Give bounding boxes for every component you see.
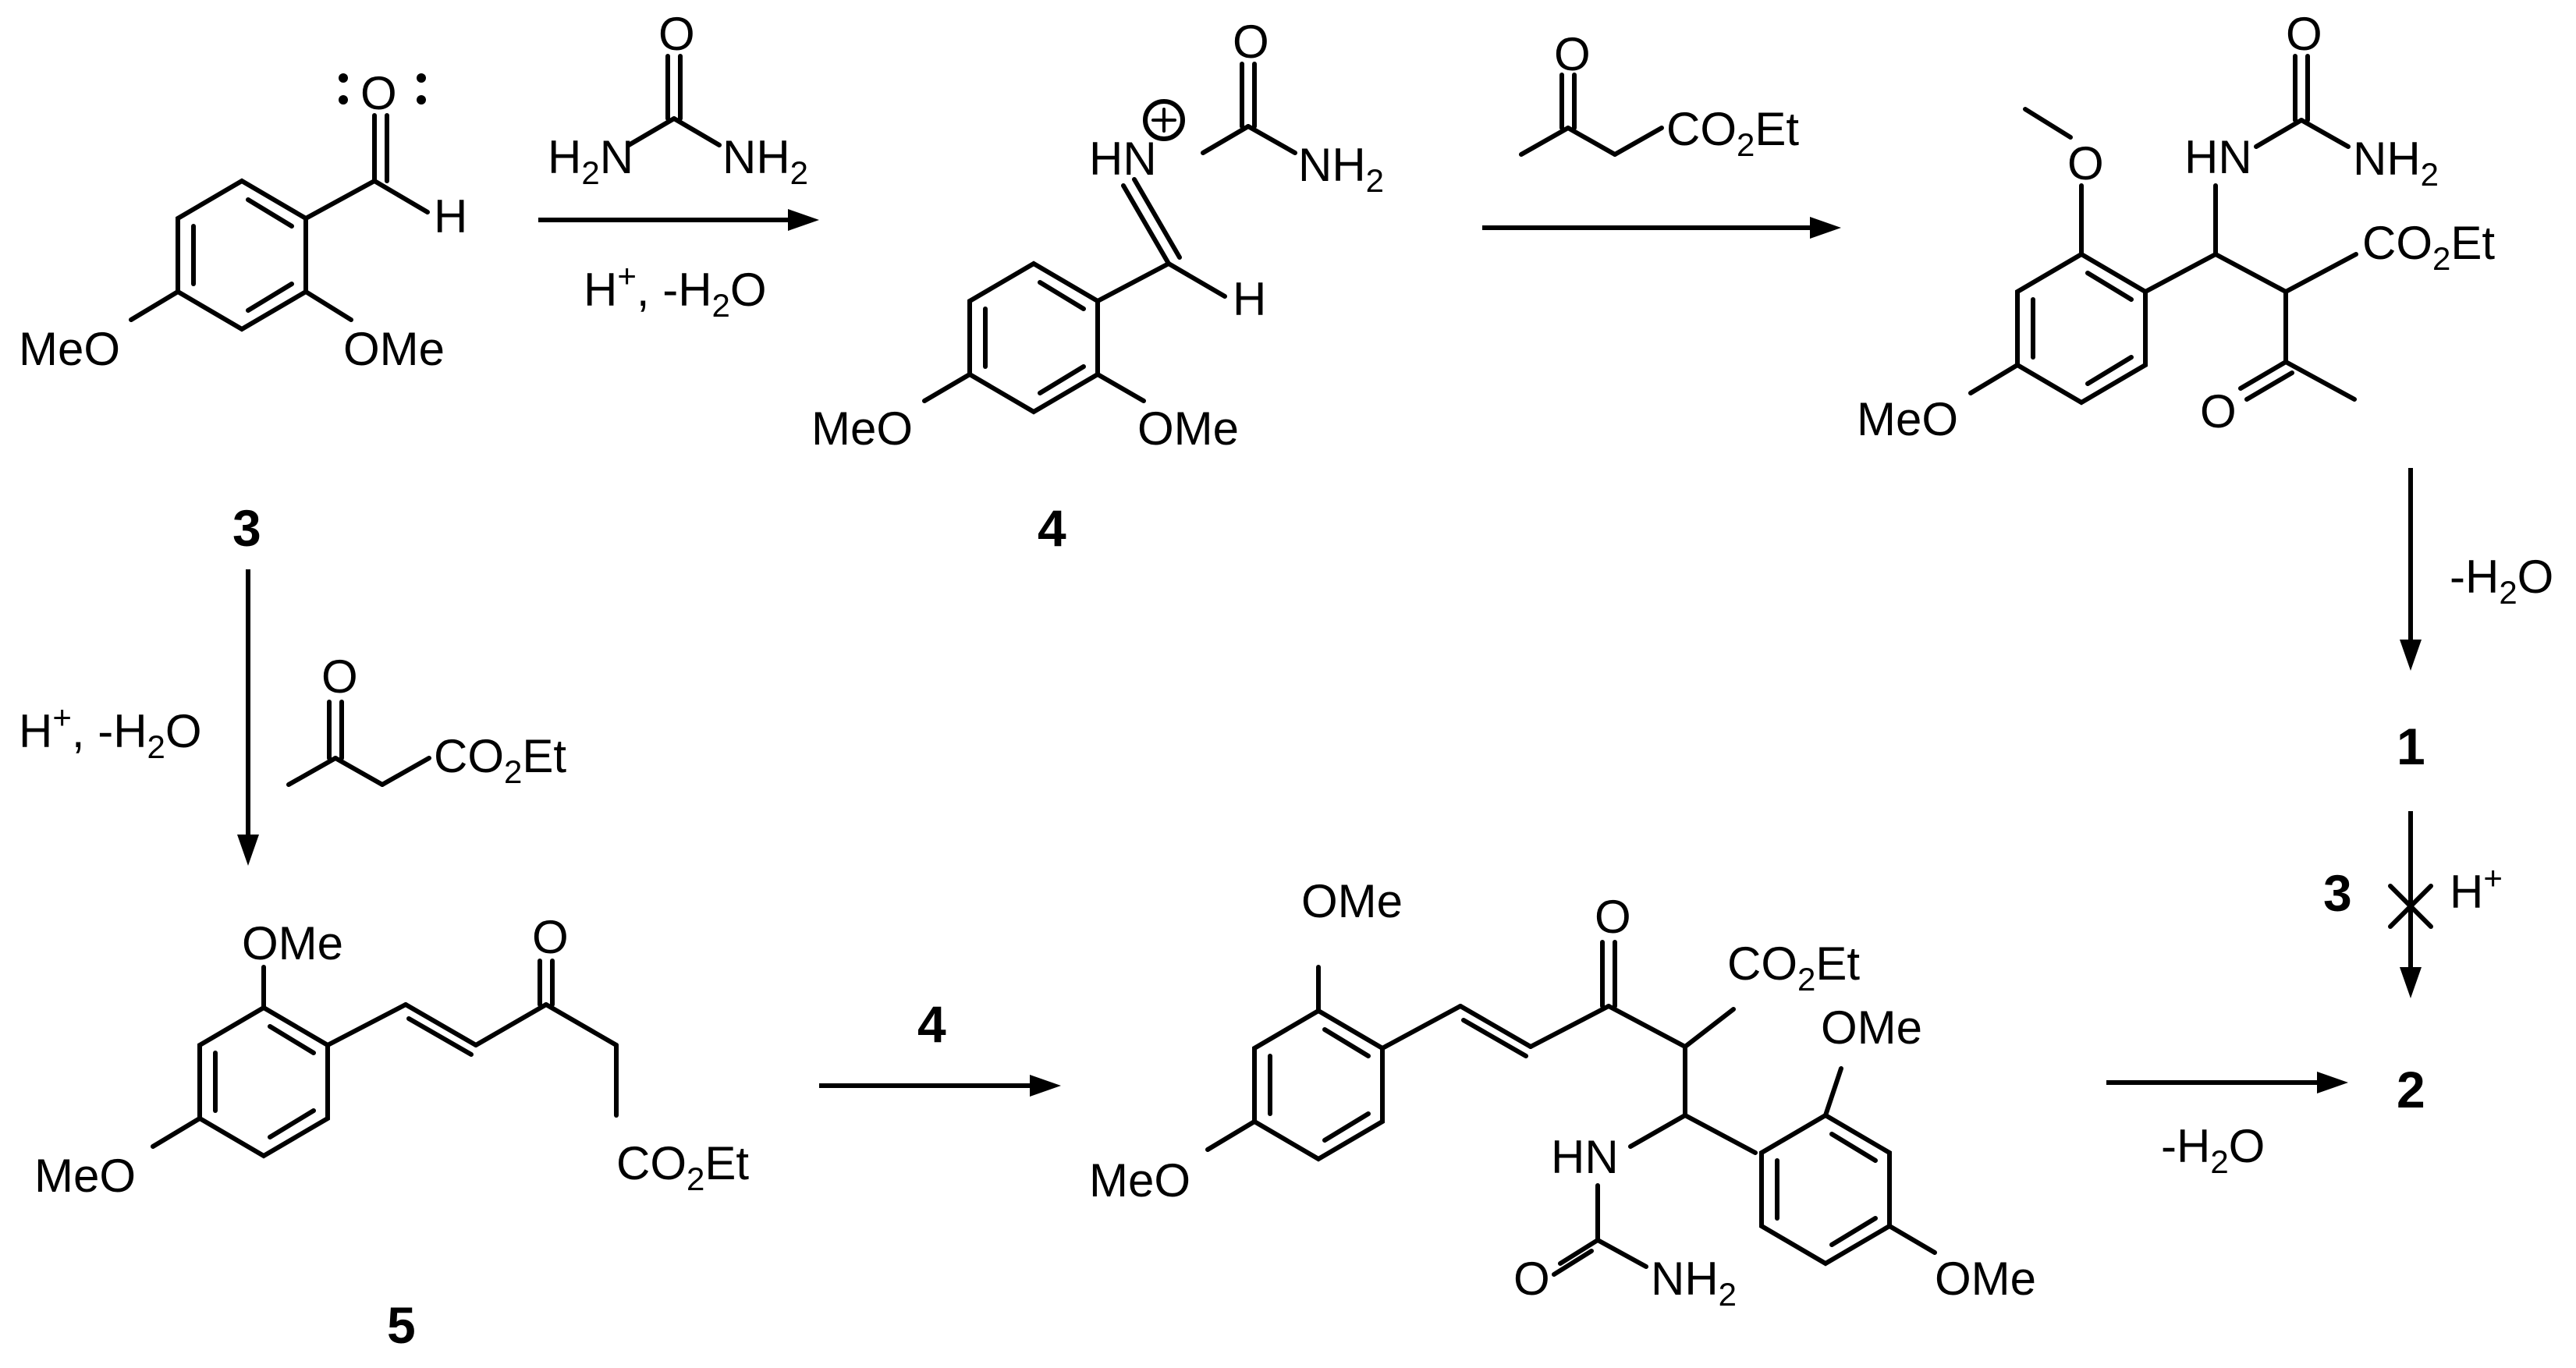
condition-dehydration-2: -H2O <box>2161 1120 2265 1180</box>
aldehyde-oxygen: O <box>360 67 397 119</box>
compound-5-methoxy-4: MeO <box>34 1150 136 1202</box>
imine-hydrogen: H <box>1233 273 1266 325</box>
condition-hplus: H+ <box>2450 859 2503 918</box>
adduct-nh: HN <box>2184 131 2252 183</box>
arrow-adduct-to-2: -H2O <box>2106 1072 2348 1180</box>
compound-number-4: 4 <box>1038 499 1066 557</box>
catalyst-compound-3: 3 <box>2323 864 2352 922</box>
bottom-adduct-methoxy-4b: OMe <box>1935 1253 2036 1305</box>
arrow-5-to-michael-adduct: 4 <box>819 995 1061 1097</box>
adduct-methoxy-4: MeO <box>1857 393 1958 445</box>
compound-5-ester: CO2Et <box>616 1137 749 1197</box>
compound-4-iminium: H HN O NH2 MeO OMe <box>811 16 1384 455</box>
iminium-carbonyl-oxygen: O <box>1233 16 1269 68</box>
reagent-compound-4: 4 <box>917 995 946 1053</box>
bottom-adduct-nh: HN <box>1551 1131 1619 1183</box>
bottom-adduct-urea-amine: NH2 <box>1651 1253 1737 1313</box>
compound-3-aldehyde: O H MeO OMe <box>19 67 467 375</box>
condition-acid-dehydration-2: H+, -H2O <box>19 699 202 765</box>
compound-number-2: 2 <box>2397 1061 2425 1118</box>
compound-4-methoxy-2: OMe <box>1137 402 1239 455</box>
bottom-adduct-urea-oxygen: O <box>1513 1253 1550 1305</box>
aldehyde-hydrogen: H <box>434 190 467 243</box>
urea-right-amine: NH2 <box>722 131 808 191</box>
arrow-4-to-adduct: O CO2Et <box>1482 28 1841 239</box>
compound-5-methoxy-2: OMe <box>242 917 343 969</box>
adduct-ester: CO2Et <box>2362 217 2495 277</box>
compound-4-methoxy-4: MeO <box>811 402 913 455</box>
iminium-amine: NH2 <box>1298 139 1384 199</box>
arrow-3-to-5: H+, -H2O O CO2Et <box>19 569 566 866</box>
compound-number-1: 1 <box>2397 718 2425 775</box>
iminium-nitrogen: HN <box>1089 133 1157 185</box>
compound-number-5: 5 <box>387 1296 416 1354</box>
compound-5-ketone-oxygen: O <box>532 911 569 963</box>
eaa-left-oxygen: O <box>321 650 358 703</box>
bottom-adduct-methoxy-2b: OMe <box>1821 1001 1922 1054</box>
bottom-adduct-methoxy-4: MeO <box>1089 1154 1190 1207</box>
bottom-adduct-methoxy-2: OMe <box>1301 875 1403 927</box>
compound-ureido-adduct: O MeO HN O NH2 CO2Et O <box>1857 8 2495 445</box>
bottom-adduct-ester: CO2Et <box>1727 937 1860 998</box>
arrow-1-to-2-blocked: 3 H+ <box>2323 811 2503 998</box>
adduct-acetyl-oxygen: O <box>2200 385 2237 438</box>
urea-oxygen: O <box>658 8 695 60</box>
methoxy-4-label: MeO <box>19 323 120 375</box>
compound-5-enone: OMe MeO O CO2Et <box>34 911 749 1202</box>
adduct-urea-oxygen: O <box>2286 8 2322 60</box>
bottom-adduct-ketone-oxygen: O <box>1595 891 1631 943</box>
condition-acid-dehydration: H+, -H2O <box>584 257 767 324</box>
methoxy-2-label: OMe <box>343 323 445 375</box>
compound-number-3: 3 <box>232 499 261 557</box>
adduct-urea-amine: NH2 <box>2353 133 2439 193</box>
eaa-top-ester: CO2Et <box>1666 103 1799 163</box>
eaa-top-oxygen: O <box>1554 28 1591 80</box>
eaa-left-ester: CO2Et <box>434 730 566 790</box>
compound-bottom-adduct: OMe MeO O CO2Et OMe OMe HN O NH2 <box>1089 875 2036 1313</box>
condition-dehydration-1: -H2O <box>2450 551 2553 611</box>
arrow-adduct-to-1: -H2O <box>2400 468 2553 671</box>
adduct-methoxy-oxygen: O <box>2067 137 2104 190</box>
arrow-3-to-4: H2N O NH2 H+, -H2O <box>538 8 819 324</box>
urea-left-amine: H2N <box>548 131 633 191</box>
